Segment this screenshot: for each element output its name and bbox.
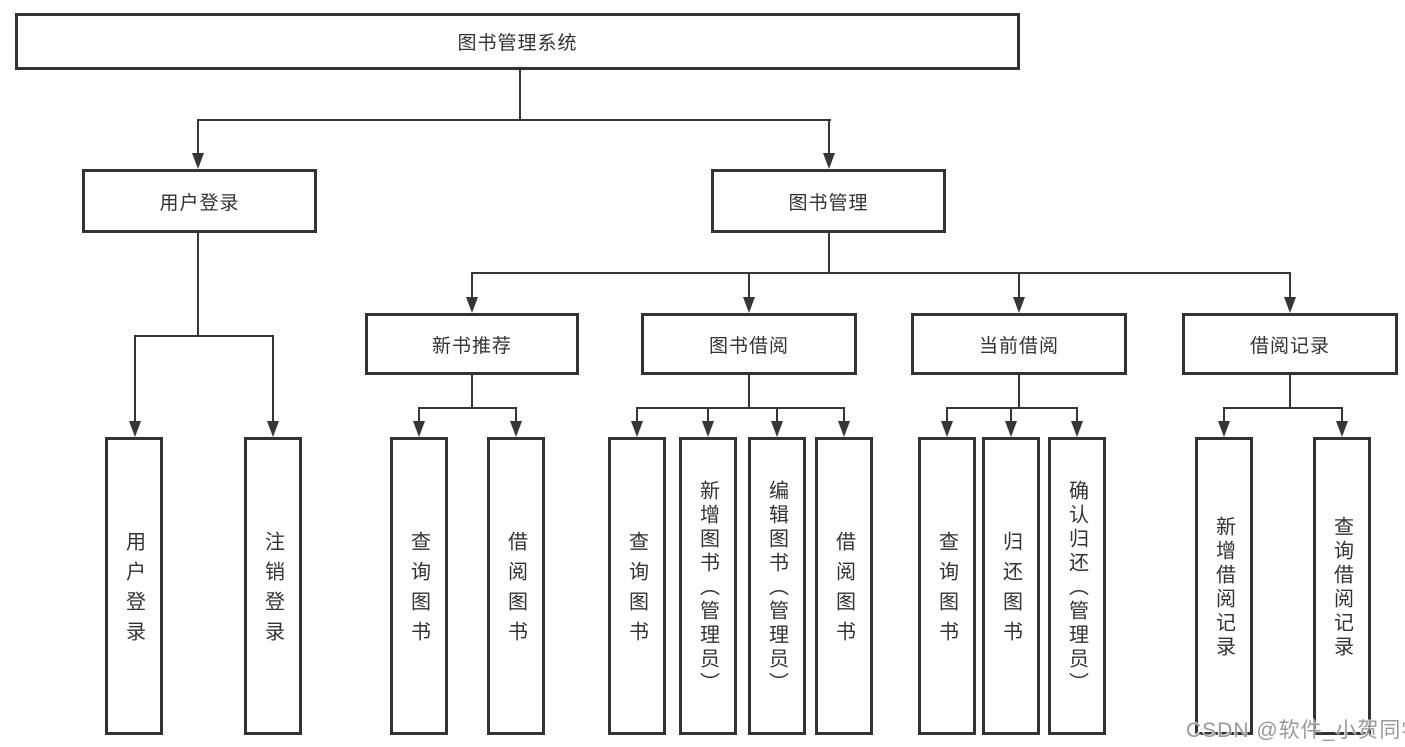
arrow-down-icon bbox=[466, 297, 478, 313]
connector-line bbox=[636, 407, 638, 423]
node-book-management: 图书管理 bbox=[711, 169, 946, 233]
connector-line bbox=[1289, 375, 1291, 408]
leaf-confirm-return-admin: 确认归还（管理员） bbox=[1048, 437, 1106, 735]
connector-line bbox=[272, 335, 274, 422]
connector-line bbox=[1018, 375, 1020, 408]
connector-line bbox=[828, 119, 830, 155]
node-root-system: 图书管理系统 bbox=[15, 13, 1020, 70]
connector-line bbox=[843, 407, 845, 423]
arrow-down-icon bbox=[1218, 421, 1230, 437]
connector-line bbox=[418, 407, 517, 409]
connector-line bbox=[946, 407, 948, 423]
leaf-user-login: 用户登录 bbox=[105, 437, 163, 735]
leaf-return-books: 归还图书 bbox=[982, 437, 1040, 735]
connector-line bbox=[134, 335, 274, 337]
leaf-borrow-books: 借阅图书 bbox=[815, 437, 873, 735]
connector-line bbox=[1018, 272, 1020, 298]
connector-line bbox=[471, 272, 473, 298]
connector-line bbox=[1076, 407, 1078, 423]
connector-line bbox=[519, 70, 521, 120]
arrow-down-icon bbox=[771, 421, 783, 437]
leaf-logout: 注销登录 bbox=[244, 437, 302, 735]
connector-line bbox=[471, 375, 473, 408]
leaf-query-books-borrowing: 查询图书 bbox=[608, 437, 666, 735]
arrow-down-icon bbox=[1013, 297, 1025, 313]
connector-line bbox=[1223, 407, 1343, 409]
connector-line bbox=[134, 335, 136, 422]
connector-line bbox=[748, 375, 750, 408]
leaf-add-borrow-record: 新增借阅记录 bbox=[1195, 437, 1253, 735]
connector-line bbox=[471, 272, 1291, 274]
csdn-watermark: CSDN @软件_小贺同学 bbox=[1186, 719, 1405, 742]
arrow-down-icon bbox=[743, 297, 755, 313]
node-user-login: 用户登录 bbox=[82, 169, 317, 233]
node-book-borrowing: 图书借阅 bbox=[641, 313, 857, 375]
arrow-down-icon bbox=[823, 153, 835, 169]
connector-line bbox=[515, 407, 517, 423]
arrow-down-icon bbox=[1336, 421, 1348, 437]
connector-line bbox=[828, 233, 830, 273]
node-current-borrowing: 当前借阅 bbox=[911, 313, 1127, 375]
leaf-query-books-recommend: 查询图书 bbox=[390, 437, 448, 735]
connector-line bbox=[776, 407, 778, 423]
connector-line bbox=[197, 233, 199, 336]
arrow-down-icon bbox=[267, 421, 279, 437]
connector-line bbox=[1223, 407, 1225, 423]
arrow-down-icon bbox=[838, 421, 850, 437]
connector-line bbox=[636, 407, 845, 409]
leaf-edit-books-admin: 编辑图书（管理员） bbox=[748, 437, 806, 735]
arrow-down-icon bbox=[192, 153, 204, 169]
arrow-down-icon bbox=[1005, 421, 1017, 437]
arrow-down-icon bbox=[702, 421, 714, 437]
connector-line bbox=[1010, 407, 1012, 423]
connector-line bbox=[946, 407, 1078, 409]
connector-line bbox=[707, 407, 709, 423]
arrow-down-icon bbox=[1071, 421, 1083, 437]
connector-line bbox=[197, 119, 831, 121]
connector-line bbox=[1289, 272, 1291, 298]
arrow-down-icon bbox=[129, 421, 141, 437]
connector-line bbox=[748, 272, 750, 298]
node-borrowing-records: 借阅记录 bbox=[1182, 313, 1398, 375]
connector-line bbox=[418, 407, 420, 423]
arrow-down-icon bbox=[413, 421, 425, 437]
leaf-add-books-admin: 新增图书（管理员） bbox=[679, 437, 737, 735]
connector-line bbox=[197, 119, 199, 155]
connector-line bbox=[1341, 407, 1343, 423]
node-new-book-recommend: 新书推荐 bbox=[365, 313, 579, 375]
arrow-down-icon bbox=[1284, 297, 1296, 313]
leaf-query-borrow-record: 查询借阅记录 bbox=[1313, 437, 1371, 735]
arrow-down-icon bbox=[631, 421, 643, 437]
arrow-down-icon bbox=[510, 421, 522, 437]
leaf-query-books-current: 查询图书 bbox=[918, 437, 976, 735]
arrow-down-icon bbox=[941, 421, 953, 437]
leaf-borrow-books-recommend: 借阅图书 bbox=[487, 437, 545, 735]
